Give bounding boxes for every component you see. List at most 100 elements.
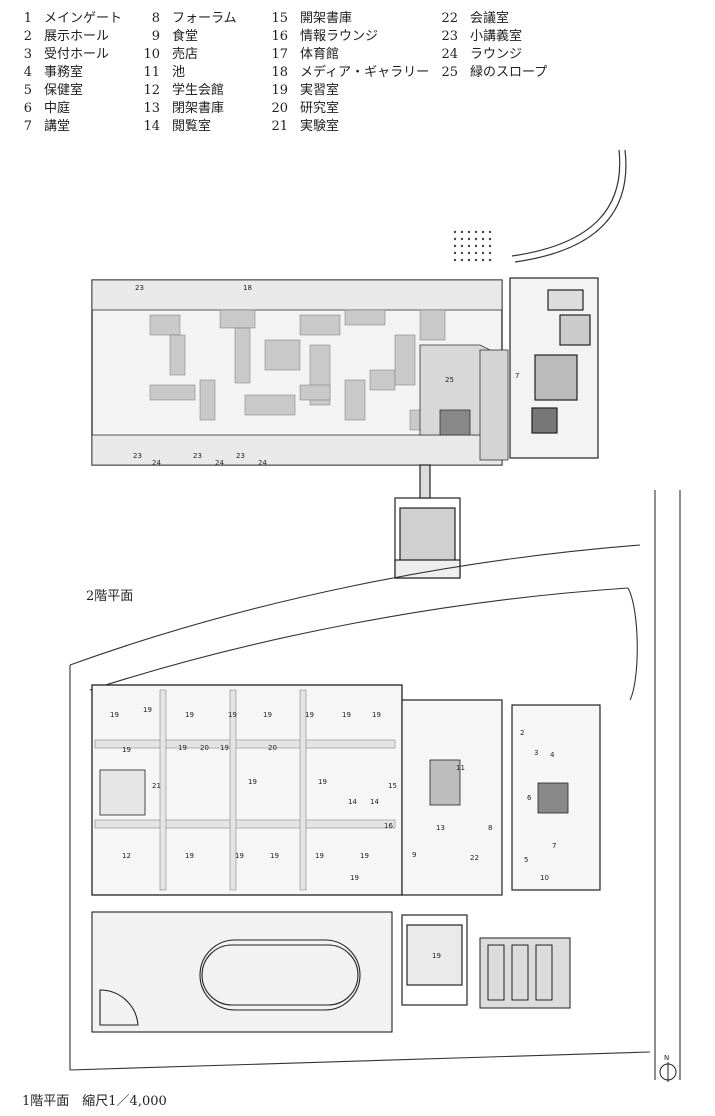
legend-number: 9 [151, 29, 160, 44]
grid-dot [488, 237, 492, 241]
room-number-label: 5 [524, 856, 528, 864]
legend-label: 事務室 [44, 65, 84, 80]
grid-dot [467, 244, 471, 248]
grid-dot [460, 251, 464, 255]
legend-number: 10 [143, 47, 160, 62]
room-number-label: 4 [550, 751, 555, 759]
legend-label: 学生会館 [172, 83, 225, 98]
room-number-label: 14 [348, 798, 357, 806]
room-number-label: 19 [235, 852, 244, 860]
legend-label: 保健室 [44, 83, 84, 98]
grid-dot [453, 258, 457, 262]
grid-dot [481, 230, 485, 234]
legend-label: 中庭 [44, 101, 71, 116]
legend-label: 食堂 [172, 29, 199, 44]
legend-number: 25 [441, 65, 458, 80]
grid-dot [481, 237, 485, 241]
room-number-label: 24 [152, 459, 161, 467]
room-number-label: 9 [412, 851, 416, 859]
north-arrow-label: N [664, 1054, 669, 1062]
legend-item: 3 受付ホール [14, 48, 109, 61]
legend-number: 14 [143, 119, 160, 134]
room-number-label: 19 [263, 711, 272, 719]
room-number-label: 25 [445, 376, 454, 384]
legend-label: 実習室 [300, 83, 340, 98]
legend-label: 閉架書庫 [172, 101, 225, 116]
grid-dot [460, 244, 464, 248]
grid-dot [460, 258, 464, 262]
legend-number: 3 [23, 47, 32, 62]
grid-dot [474, 244, 478, 248]
room-number-label: 19 [122, 746, 131, 754]
grid-dot [474, 237, 478, 241]
grid-dot [481, 258, 485, 262]
site-boundary [69, 490, 681, 1080]
room-number-label: 8 [488, 824, 492, 832]
room-number-label: 7 [515, 372, 519, 380]
room-number-label: 18 [243, 284, 252, 292]
grid-dot [453, 237, 457, 241]
north-arrow: N [659, 1054, 677, 1082]
grid-dot [481, 251, 485, 255]
room-number-label: 19 [220, 744, 229, 752]
legend-label: 閲覧室 [172, 119, 212, 134]
room-number-label: 23 [193, 452, 202, 460]
second-floor-caption: 2階平面 [86, 589, 134, 604]
legend-number: 11 [143, 65, 160, 80]
room-number-label: 11 [456, 764, 465, 772]
legend-label: フォーラム [172, 11, 237, 26]
legend-number: 18 [271, 65, 288, 80]
second-floor-bridge [479, 349, 509, 461]
legend-item: 14 閲覧室 [142, 120, 211, 133]
room-number-label: 12 [122, 852, 131, 860]
room-number-label: 3 [534, 749, 538, 757]
grid-dot [474, 230, 478, 234]
legend-label: 受付ホール [44, 47, 110, 62]
room-number-label: 19 [372, 711, 381, 719]
grid-dot [467, 258, 471, 262]
grid-dot [488, 251, 492, 255]
room-number-label: 19 [270, 852, 279, 860]
legend-item: 9 食堂 [142, 30, 198, 43]
grid-dot [453, 251, 457, 255]
tennis-courts [479, 937, 571, 1009]
room-number-label: 19 [315, 852, 324, 860]
room-number-label: 23 [236, 452, 245, 460]
room-number-label: 10 [540, 874, 549, 882]
room-number-label: 19 [350, 874, 359, 882]
room-number-label: 19 [342, 711, 351, 719]
room-number-label: 19 [185, 852, 194, 860]
legend-label: 池 [172, 65, 186, 80]
legend-number: 21 [271, 119, 288, 134]
room-number-label: 23 [135, 284, 144, 292]
legend-number: 23 [441, 29, 458, 44]
room-number-label: 20 [268, 744, 277, 752]
grid-dot [481, 244, 485, 248]
first-floor-caption: 1階平面 縮尺1／4,000 [22, 1094, 167, 1109]
legend-number: 16 [271, 29, 288, 44]
legend-label: 展示ホール [44, 29, 110, 44]
first-floor-main-block [91, 684, 601, 896]
grid-dot [474, 251, 478, 255]
legend-label: 講堂 [44, 119, 71, 134]
room-number-label: 19 [185, 711, 194, 719]
grid-dot [460, 237, 464, 241]
legend-label: メインゲート [44, 11, 123, 26]
room-number-label: 6 [527, 794, 532, 802]
